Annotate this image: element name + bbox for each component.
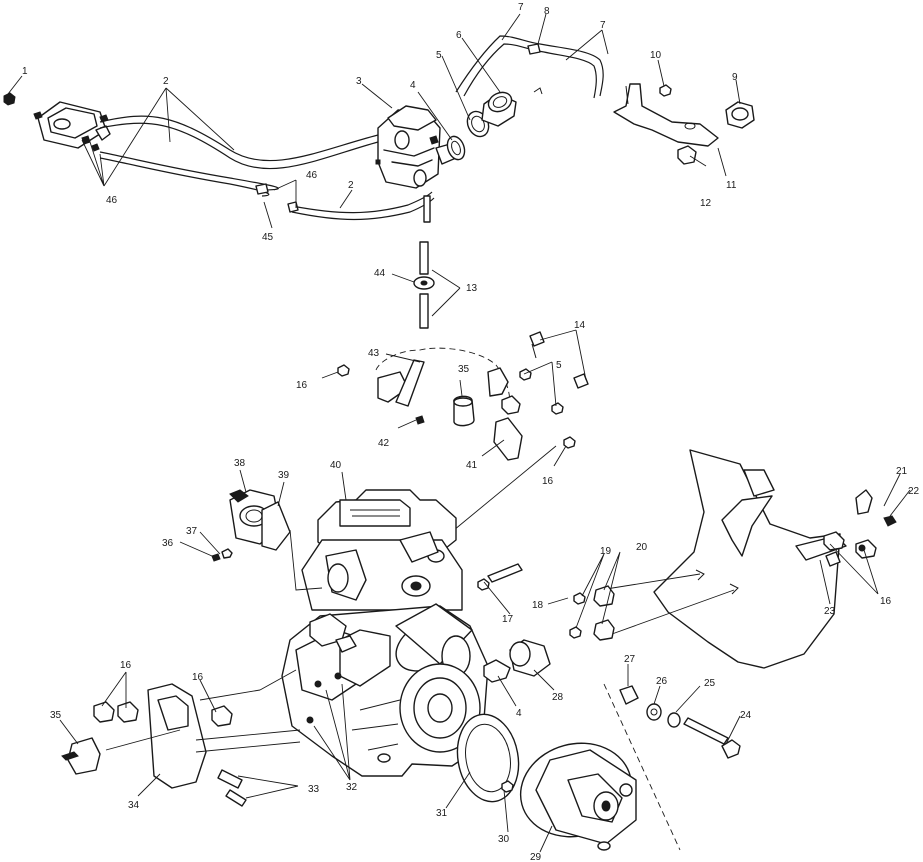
callout-5: 5 (556, 360, 562, 371)
callout-34: 34 (128, 800, 140, 811)
callout-18: 18 (532, 600, 544, 611)
callout-46: 46 (306, 170, 318, 181)
callout-35: 35 (50, 710, 62, 721)
callout-41: 41 (466, 460, 478, 471)
callout-16: 16 (296, 380, 308, 391)
clutch-assembly (456, 713, 637, 851)
frame-plate (599, 449, 897, 669)
callout-44: 44 (374, 268, 386, 279)
fuel-hoses (99, 115, 435, 221)
seal-28 (483, 639, 551, 683)
callout-4: 4 (410, 80, 416, 91)
callout-8: 8 (544, 6, 550, 17)
callout-24: 24 (740, 710, 752, 721)
callout-16: 16 (192, 672, 204, 683)
callout-30: 30 (498, 834, 510, 845)
callout-7: 7 (518, 2, 524, 13)
callout-29: 29 (530, 852, 542, 862)
callout-46: 46 (106, 195, 118, 206)
callout-32: 32 (346, 782, 358, 793)
callout-4: 4 (516, 708, 522, 719)
callout-33: 33 (308, 784, 320, 795)
callout-17: 17 (502, 614, 514, 625)
callout-28: 28 (552, 692, 564, 703)
callout-13: 13 (466, 283, 478, 294)
callout-20: 20 (636, 542, 648, 553)
callout-27: 27 (624, 654, 636, 665)
part-1-cap (3, 92, 16, 106)
intake-boot (211, 489, 323, 591)
callout-37: 37 (186, 526, 198, 537)
throttle-bracket (613, 83, 755, 165)
callout-22: 22 (908, 486, 920, 497)
bolt-stack (603, 683, 741, 851)
callout-21: 21 (896, 466, 908, 477)
callout-2: 2 (348, 180, 354, 191)
fuel-line-13 (413, 241, 435, 329)
callout-26: 26 (656, 676, 668, 687)
callout-5: 5 (436, 50, 442, 61)
vent-tube (455, 35, 604, 99)
callout-23: 23 (824, 606, 836, 617)
leader-lines (7, 13, 911, 853)
callout-39: 39 (278, 470, 290, 481)
intake-rings (446, 91, 517, 161)
callout-6: 6 (456, 30, 462, 41)
callout-42: 42 (378, 438, 390, 449)
isolator-mounts (569, 585, 615, 641)
callout-19: 19 (600, 546, 612, 557)
shaft-17 (477, 563, 523, 591)
callout-10: 10 (650, 50, 662, 61)
callout-38: 38 (234, 458, 246, 469)
callout-11: 11 (726, 180, 737, 191)
callout-1: 1 (22, 66, 28, 77)
callout-35: 35 (458, 364, 470, 375)
callout-7: 7 (600, 20, 606, 31)
callout-40: 40 (330, 460, 342, 471)
callout-14: 14 (574, 320, 586, 331)
callout-3: 3 (356, 76, 362, 87)
callout-43: 43 (368, 348, 380, 359)
callout-12: 12 (700, 198, 712, 209)
callout-25: 25 (704, 678, 716, 689)
callout-9: 9 (732, 72, 738, 83)
callout-2: 2 (163, 76, 169, 87)
callout-labels: 1 2 2 3 4 5 6 7 8 7 10 9 11 12 46 46 45 … (22, 2, 920, 862)
lower-left-mount (61, 669, 301, 807)
callout-16: 16 (120, 660, 132, 671)
callout-16: 16 (880, 596, 892, 607)
callout-31: 31 (436, 808, 448, 819)
callout-16: 16 (542, 476, 554, 487)
fuel-pump (33, 101, 111, 152)
carburetor (375, 105, 457, 223)
callout-45: 45 (262, 232, 274, 243)
engine-block (281, 489, 489, 777)
callout-36: 36 (162, 538, 174, 549)
